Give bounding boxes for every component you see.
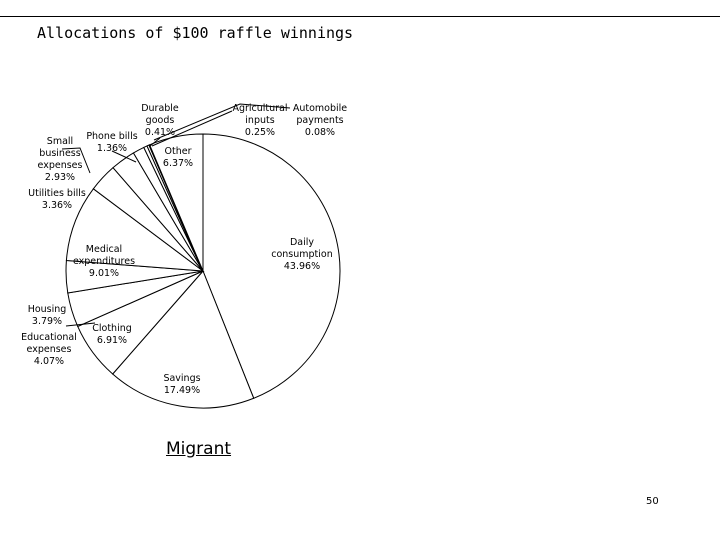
pie-slice xyxy=(148,133,204,272)
leader-line xyxy=(151,110,233,147)
pie-slice xyxy=(111,270,255,409)
leader-line xyxy=(61,147,91,174)
slide-title: Allocations of $100 raffle winnings xyxy=(37,24,354,42)
chart-subtitle: Migrant xyxy=(166,439,232,459)
page-number: 50 xyxy=(646,496,659,507)
pie-slice xyxy=(202,133,341,399)
leader-line xyxy=(65,322,96,327)
leader-line xyxy=(153,103,291,141)
leader-line xyxy=(149,137,161,147)
top-rule xyxy=(0,16,720,17)
leader-line xyxy=(111,150,137,163)
